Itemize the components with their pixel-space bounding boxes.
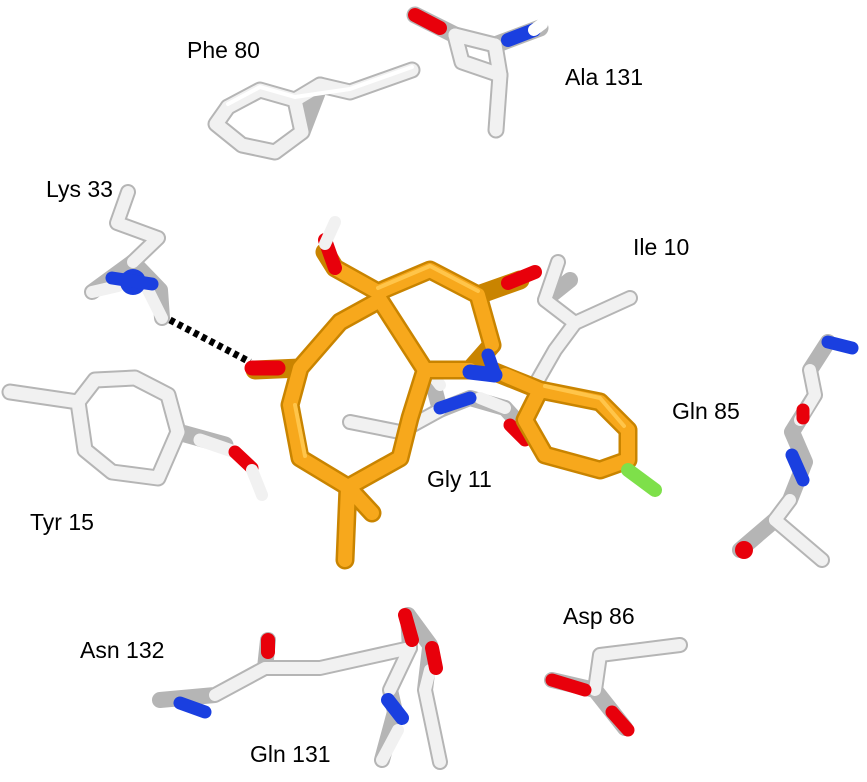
residue-ile10-sticks	[527, 254, 638, 393]
label-ala131: Ala 131	[565, 64, 643, 90]
label-gln131: Gln 131	[250, 741, 331, 767]
hydrogen-bond-dashes	[168, 316, 252, 366]
label-ile10: Ile 10	[633, 234, 689, 260]
label-phe80: Phe 80	[187, 37, 260, 63]
residue-asn132-gln131-sticks	[152, 607, 448, 770]
label-gln85: Gln 85	[672, 398, 740, 424]
label-lys33: Lys 33	[46, 176, 113, 202]
ligand-sticks	[244, 216, 662, 570]
label-asp86: Asp 86	[563, 603, 635, 629]
residue-tyr15-sticks	[1, 369, 268, 501]
residue-labels: Phe 80 Ala 131 Lys 33 Ile 10 Gln 85 Tyr …	[30, 37, 740, 767]
residue-lys33-sticks	[84, 184, 170, 326]
residue-gln85-sticks	[732, 334, 859, 568]
label-gly11: Gly 11	[427, 466, 492, 492]
residue-asp86-sticks	[544, 637, 688, 737]
label-tyr15: Tyr 15	[30, 509, 94, 535]
residue-phe80-sticks	[207, 61, 421, 161]
label-asn132: Asn 132	[80, 637, 164, 663]
residue-ala131-sticks	[406, 6, 549, 139]
